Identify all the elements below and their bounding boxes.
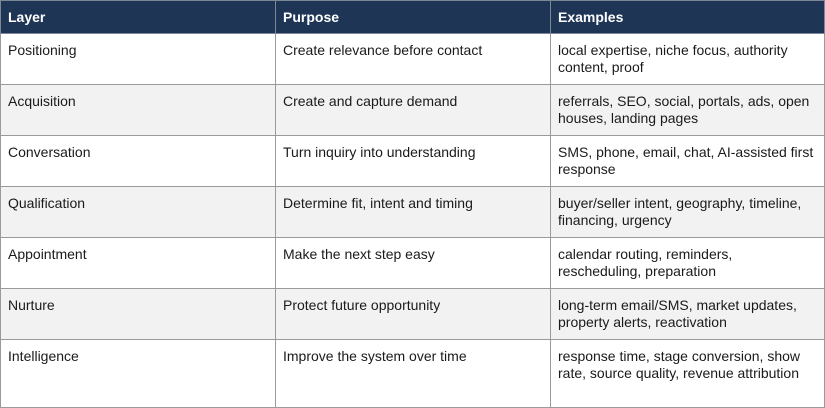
table-row: Acquisition Create and capture demand re… xyxy=(0,84,825,136)
cell-examples: SMS, phone, email, chat, AI-assisted fir… xyxy=(550,135,825,187)
table-row: Intelligence Improve the system over tim… xyxy=(0,339,825,408)
cell-layer: Acquisition xyxy=(0,84,276,136)
cell-examples: buyer/seller intent, geography, timeline… xyxy=(550,186,825,238)
cell-examples: referrals, SEO, social, portals, ads, op… xyxy=(550,84,825,136)
table-header: Layer Purpose Examples xyxy=(0,0,825,34)
cell-examples: local expertise, niche focus, authority … xyxy=(550,33,825,85)
cell-layer: Nurture xyxy=(0,288,276,340)
header-row: Layer Purpose Examples xyxy=(0,0,825,34)
cell-layer: Appointment xyxy=(0,237,276,289)
cell-layer: Qualification xyxy=(0,186,276,238)
table-row: Positioning Create relevance before cont… xyxy=(0,33,825,85)
cell-purpose: Create and capture demand xyxy=(275,84,551,136)
cell-layer: Positioning xyxy=(0,33,276,85)
header-purpose: Purpose xyxy=(275,0,551,34)
cell-purpose: Determine fit, intent and timing xyxy=(275,186,551,238)
cell-purpose: Create relevance before contact xyxy=(275,33,551,85)
table-row: Qualification Determine fit, intent and … xyxy=(0,186,825,238)
header-layer: Layer xyxy=(0,0,276,34)
table-row: Appointment Make the next step easy cale… xyxy=(0,237,825,289)
cell-examples: calendar routing, reminders, reschedulin… xyxy=(550,237,825,289)
cell-purpose: Improve the system over time xyxy=(275,339,551,408)
cell-examples: long-term email/SMS, market updates, pro… xyxy=(550,288,825,340)
cell-purpose: Make the next step easy xyxy=(275,237,551,289)
cell-layer: Conversation xyxy=(0,135,276,187)
cell-purpose: Turn inquiry into understanding xyxy=(275,135,551,187)
cell-layer: Intelligence xyxy=(0,339,276,408)
table-row: Nurture Protect future opportunity long-… xyxy=(0,288,825,340)
table-body: Positioning Create relevance before cont… xyxy=(0,33,825,408)
cell-purpose: Protect future opportunity xyxy=(275,288,551,340)
cell-examples: response time, stage conversion, show ra… xyxy=(550,339,825,408)
header-examples: Examples xyxy=(550,0,825,34)
table-row: Conversation Turn inquiry into understan… xyxy=(0,135,825,187)
